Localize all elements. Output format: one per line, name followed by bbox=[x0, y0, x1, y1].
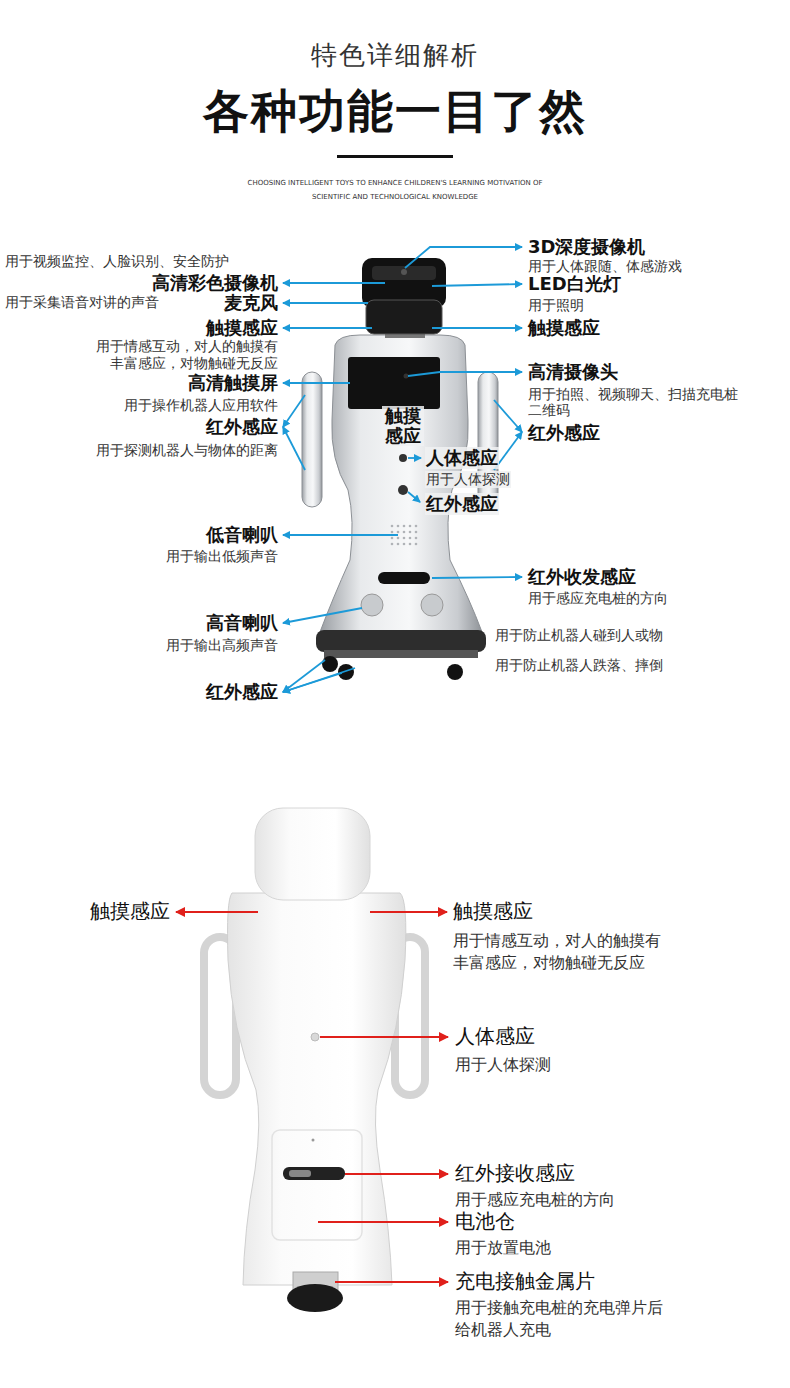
part-name: 红外感应 bbox=[206, 416, 278, 438]
part-description: 用于输出低频声音 bbox=[166, 548, 278, 565]
part-description: 用于放置电池 bbox=[455, 1238, 551, 1257]
english-tagline: CHOOSING INTELLIGENT TOYS TO ENHANCE CHI… bbox=[230, 176, 560, 204]
part-name: 触摸感应 bbox=[528, 317, 600, 339]
part-description: 用于采集语音对讲的声音 bbox=[5, 294, 159, 311]
part-description: 用于操作机器人应用软件 bbox=[124, 397, 278, 414]
part-name: 高清摄像头 bbox=[528, 361, 618, 383]
part-description: 用于接触充电桩的充电弹片后给机器人充电 bbox=[455, 1297, 669, 1341]
back-robot bbox=[204, 808, 425, 1312]
part-description: 用于人体跟随、体感游戏 bbox=[528, 258, 682, 275]
part-description: 用于防止机器人碰到人或物 bbox=[495, 627, 663, 644]
part-name: 人体感应 bbox=[455, 1024, 535, 1048]
part-name: 高清彩色摄像机 bbox=[152, 272, 278, 294]
part-description: 用于拍照、视频聊天、扫描充电桩二维码 bbox=[528, 386, 742, 418]
part-name: 高音喇叭 bbox=[206, 612, 278, 634]
part-name: LED白光灯 bbox=[528, 273, 621, 295]
front-robot bbox=[302, 258, 498, 680]
title-rule bbox=[337, 155, 453, 158]
part-name: 低音喇叭 bbox=[206, 524, 278, 546]
subtitle: 特色详细解析 bbox=[311, 40, 479, 71]
part-name: 红外接收感应 bbox=[455, 1161, 575, 1185]
part-name: 高清触摸屏 bbox=[188, 372, 278, 394]
part-name: 触摸感应 bbox=[453, 899, 533, 923]
part-description: 用于人体探测 bbox=[455, 1055, 551, 1074]
part-name: 电池仓 bbox=[455, 1209, 515, 1233]
part-description: 用于情感互动，对人的触摸有丰富感应，对物触碰无反应 bbox=[90, 338, 278, 372]
part-name: 人体感应 bbox=[425, 447, 499, 469]
part-name: 触摸感应 bbox=[206, 317, 278, 339]
part-name: 红外感应 bbox=[206, 681, 278, 703]
leader-lines bbox=[176, 912, 448, 1282]
part-name: 触摸感应 bbox=[90, 899, 170, 923]
part-description: 用于感应充电桩的方向 bbox=[455, 1190, 615, 1209]
leader-lines bbox=[283, 247, 522, 692]
part-description: 用于情感互动，对人的触摸有丰富感应，对物触碰无反应 bbox=[453, 930, 667, 974]
part-description: 用于人体探测 bbox=[425, 471, 511, 488]
part-name: 麦克风 bbox=[224, 292, 278, 314]
part-name: 充电接触金属片 bbox=[455, 1269, 595, 1293]
part-description: 用于输出高频声音 bbox=[166, 637, 278, 654]
part-name: 红外感应 bbox=[425, 493, 499, 515]
part-name: 红外收发感应 bbox=[528, 566, 636, 588]
part-description: 用于探测机器人与物体的距离 bbox=[96, 442, 278, 459]
part-description: 用于照明 bbox=[528, 297, 584, 314]
part-name: 红外感应 bbox=[528, 422, 600, 444]
part-name: 触摸感应 bbox=[382, 406, 424, 446]
page-title: 各种功能一目了然 bbox=[203, 84, 587, 139]
part-description: 用于防止机器人跌落、摔倒 bbox=[495, 657, 663, 674]
part-name: 3D深度摄像机 bbox=[528, 236, 645, 258]
part-description: 用于感应充电桩的方向 bbox=[528, 590, 668, 607]
part-description: 用于视频监控、人脸识别、安全防护 bbox=[5, 253, 229, 270]
